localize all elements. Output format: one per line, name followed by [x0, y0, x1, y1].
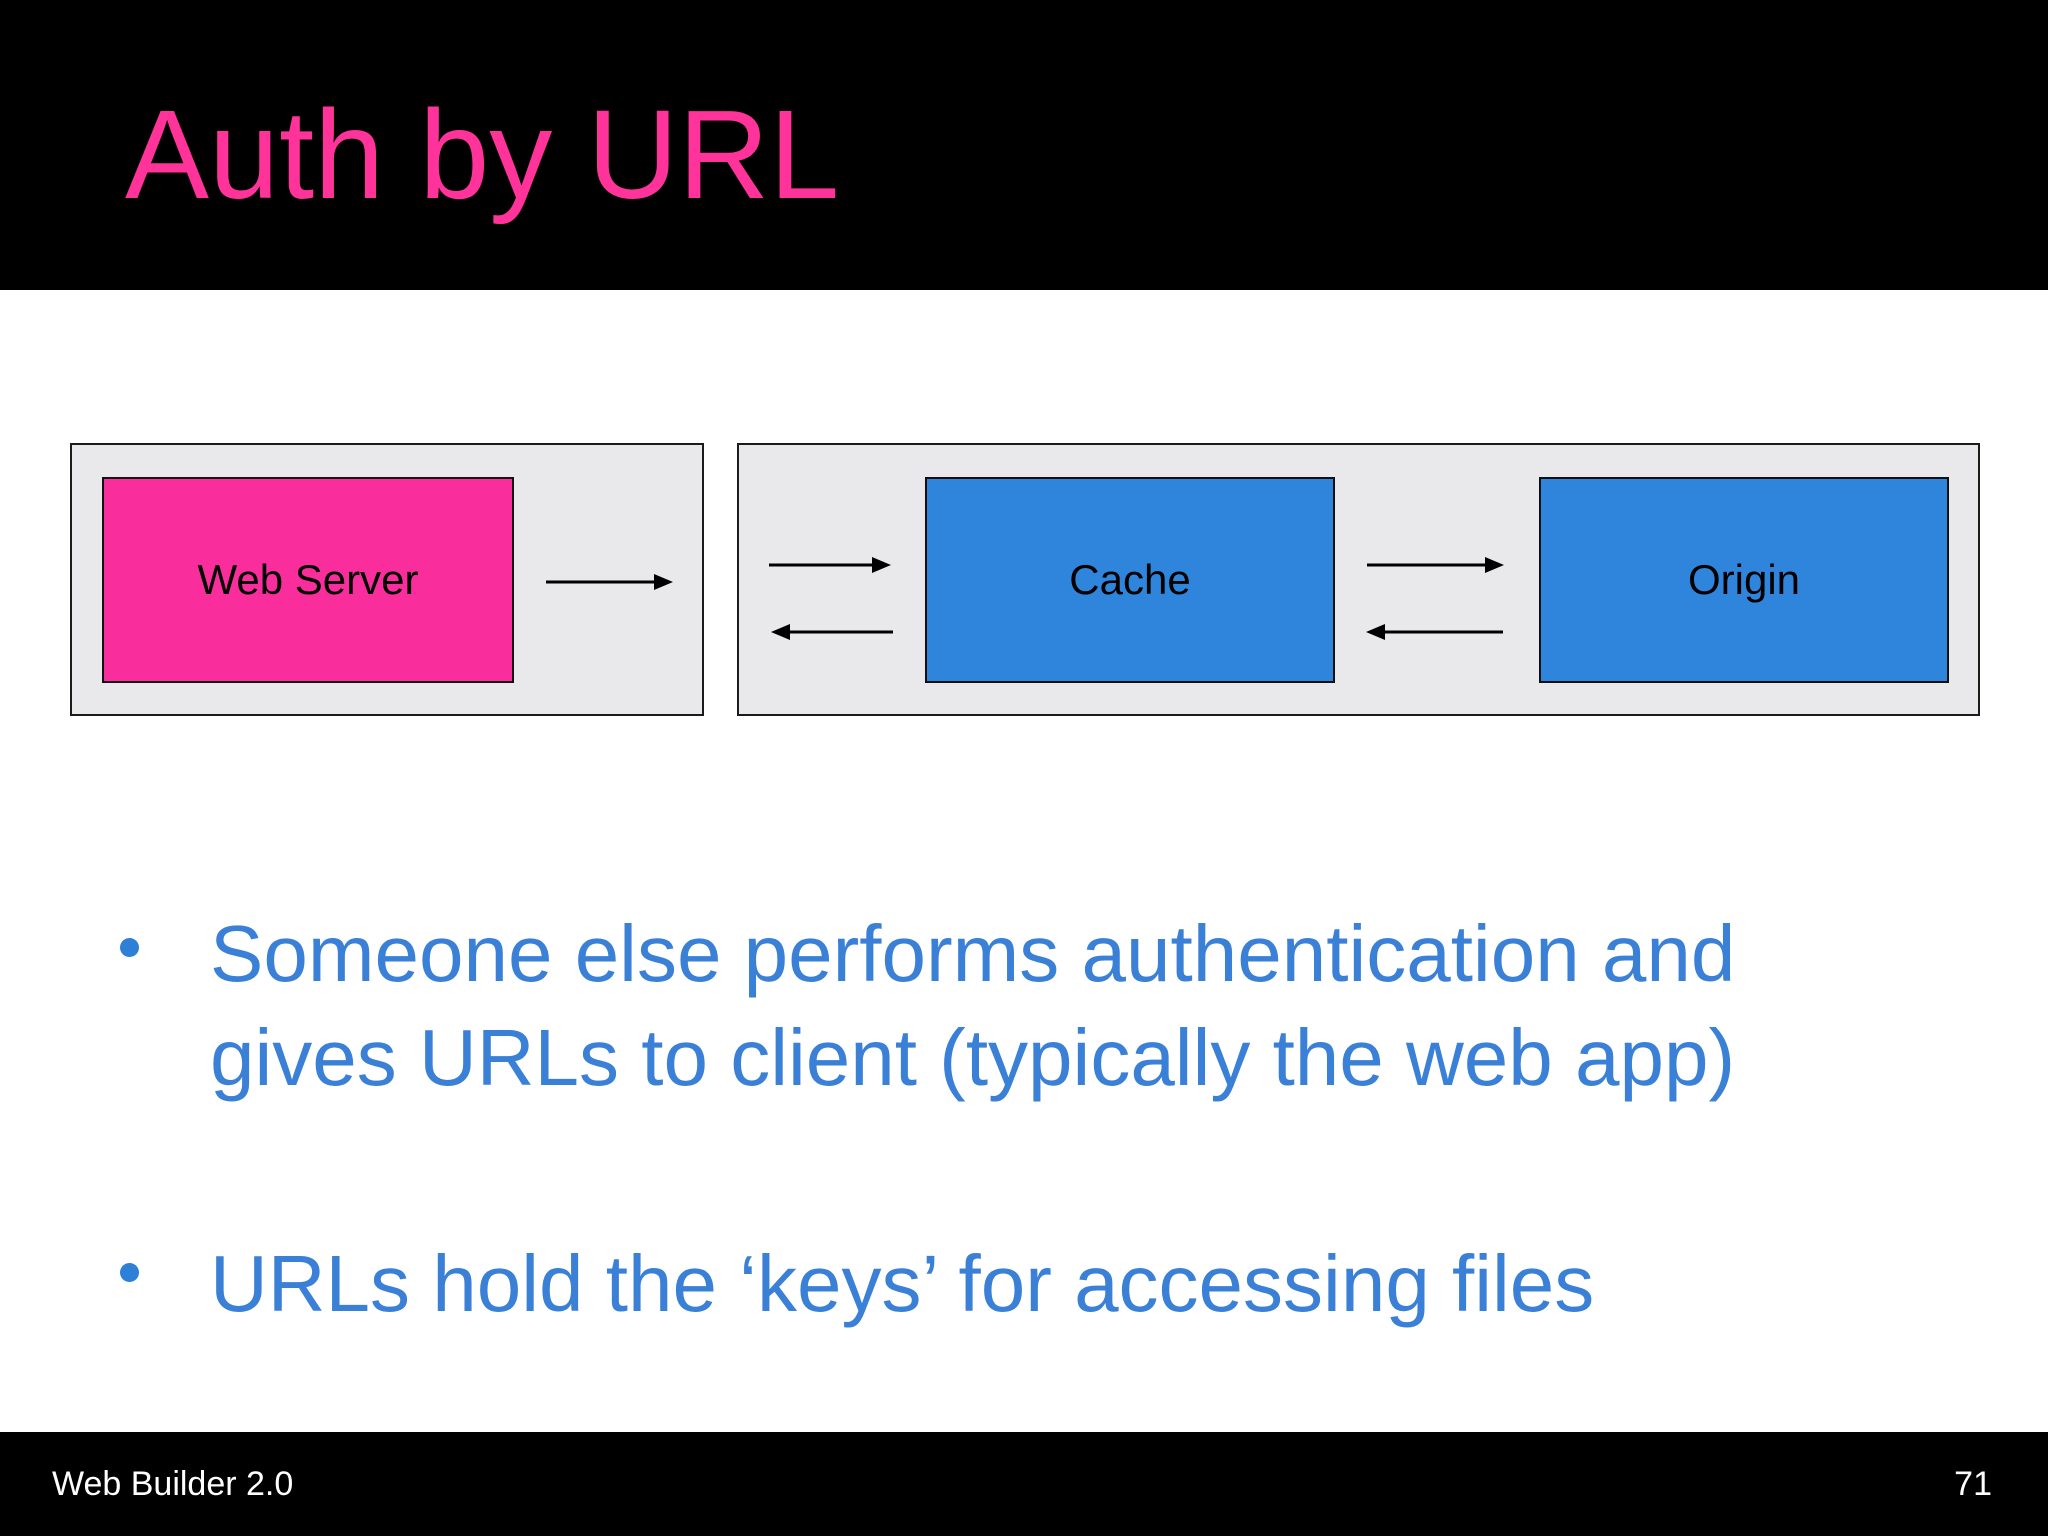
- outbound-arrow-left-icon: [771, 624, 893, 640]
- cache-node: Cache: [925, 477, 1335, 683]
- footer-left-label: Web Builder 2.0: [52, 1464, 294, 1503]
- origin-to-cache-arrow-icon: [1366, 624, 1503, 640]
- origin-node: Origin: [1539, 477, 1949, 683]
- bullet-text-2: URLs hold the ‘keys’ for accessing files: [210, 1239, 1595, 1328]
- bullet-dot-icon: [120, 1263, 139, 1282]
- page-title: Auth by URL: [125, 84, 840, 225]
- web-server-node: Web Server: [102, 477, 514, 683]
- page-number: 71: [1954, 1464, 1992, 1503]
- cache-origin-panel: Cache Origin: [737, 443, 1980, 716]
- cache-label: Cache: [1069, 556, 1191, 603]
- web-server-panel: Web Server: [70, 443, 704, 716]
- bullet-dot-icon: [120, 938, 139, 957]
- footer-bar: Web Builder 2.0 71: [0, 1432, 2048, 1536]
- origin-label: Origin: [1687, 556, 1801, 603]
- web-server-label: Web Server: [197, 556, 419, 603]
- request-arrow-right-icon: [546, 574, 673, 590]
- bullet-text-1: Someone else performs authentication and…: [210, 909, 1736, 1102]
- header-bar: [0, 0, 2048, 290]
- cache-to-origin-arrow-icon: [1367, 557, 1504, 573]
- inbound-arrow-right-icon: [769, 557, 891, 573]
